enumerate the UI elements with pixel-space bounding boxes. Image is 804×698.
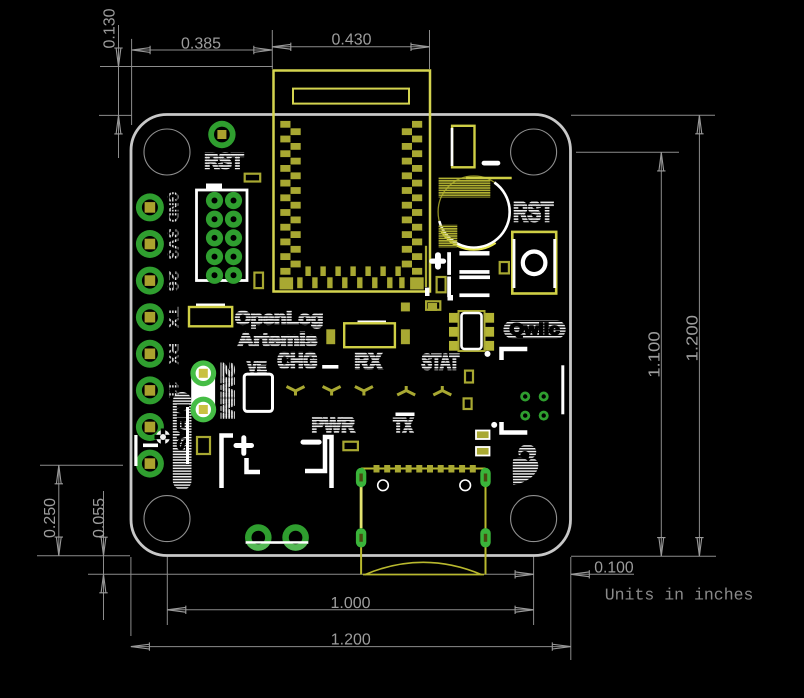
svg-text:0.430: 0.430 [332,31,372,48]
svg-text:26: 26 [164,271,181,292]
svg-text:0.250: 0.250 [42,498,59,538]
svg-text:Qwiic: Qwiic [510,322,560,339]
svg-text:0.100: 0.100 [594,560,633,577]
svg-text:0.385: 0.385 [181,36,221,53]
svg-text:1.100: 1.100 [647,331,664,378]
svg-text:0.130: 0.130 [102,8,119,48]
svg-text:CHG: CHG [278,348,318,373]
svg-text:RST: RST [513,197,553,227]
svg-text:1.000: 1.000 [331,595,371,612]
svg-text:Artemis: Artemis [238,330,317,350]
svg-text:Units in inches: Units in inches [605,586,754,605]
svg-text:RX: RX [164,343,181,365]
svg-text:TX: TX [164,307,181,329]
svg-text:1.200: 1.200 [685,315,702,362]
svg-text:PWR: PWR [312,414,355,437]
svg-text:TX: TX [394,415,414,437]
svg-text:0.055: 0.055 [91,498,108,538]
svg-text:GND: GND [164,192,181,223]
svg-text:1.200: 1.200 [331,632,371,649]
svg-text:OpenLog: OpenLog [235,308,323,328]
svg-text:RX: RX [355,349,383,374]
svg-text:STAT: STAT [422,351,459,374]
svg-text:2MM: 2MM [218,363,238,419]
svg-text:3V3: 3V3 [164,229,181,260]
svg-text:RST: RST [205,150,244,173]
